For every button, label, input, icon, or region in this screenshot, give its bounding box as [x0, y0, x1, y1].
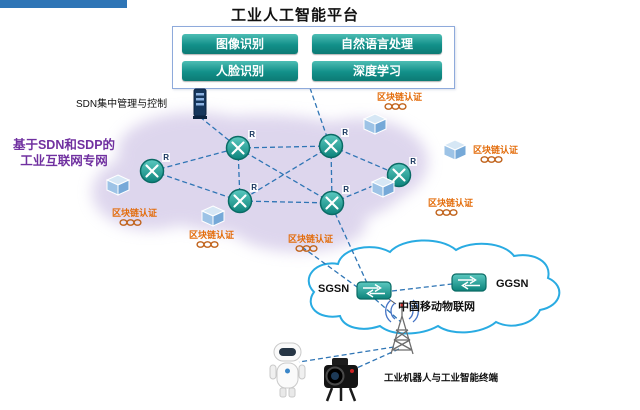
chain-icon — [435, 209, 458, 216]
blockchain-auth-label: 区块链认证 — [377, 92, 423, 102]
router-label: R — [250, 183, 258, 192]
router-node: R — [319, 185, 350, 216]
router-icon — [225, 135, 251, 161]
sdn-network-title: 基于SDN和SDP的 工业互联网专网 — [4, 137, 124, 169]
chain-icon — [480, 156, 503, 163]
mobile-cloud-shape — [307, 239, 561, 335]
blockchain-auth-label: 区块链认证 — [288, 234, 334, 244]
sgsn-label: SGSN — [318, 283, 350, 295]
sdn-control-label: SDN集中管理与控制 — [76, 99, 168, 110]
terminals-label: 工业机器人与工业智能终端 — [384, 373, 499, 384]
module-nlp: 自然语言处理 — [312, 34, 442, 54]
router-node: R — [318, 128, 349, 159]
link-box-cloud — [309, 87, 329, 141]
ggsn-label: GGSN — [496, 278, 529, 290]
mesh-link — [330, 145, 400, 176]
ggsn-node-icon — [451, 273, 487, 292]
blockchain-auth-label: 区块链认证 — [428, 198, 474, 208]
blockchain-auth-label: 区块链认证 — [112, 208, 158, 218]
blockchain-auth-label: 区块链认证 — [473, 145, 519, 155]
sdn-network-title-line2: 工业互联网专网 — [20, 154, 108, 168]
router-node: R — [225, 130, 256, 161]
router-icon — [139, 158, 165, 184]
cube-icon — [443, 139, 467, 161]
link-down-sgsn-1 — [334, 212, 368, 284]
chain-icon — [119, 219, 142, 226]
cube-icon — [363, 113, 387, 135]
router-label: R — [342, 185, 350, 194]
cube-icon — [106, 174, 130, 196]
router-label: R — [248, 130, 256, 139]
link-down-sgsn-2 — [301, 246, 358, 288]
module-deep-learning: 深度学习 — [312, 61, 442, 81]
page-title: 工业人工智能平台 — [230, 7, 359, 24]
module-image-recognition: 图像识别 — [182, 34, 298, 54]
link-sgsn-ggsn — [391, 283, 453, 292]
router-node: R — [139, 153, 170, 184]
slide-accent-bar — [0, 0, 127, 8]
router-icon — [227, 188, 253, 214]
module-face-recognition: 人脸识别 — [182, 61, 298, 81]
router-icon — [318, 133, 344, 159]
router-label: R — [409, 157, 417, 166]
router-icon — [386, 162, 412, 188]
cube-icon — [371, 176, 395, 198]
mesh-link — [239, 200, 333, 204]
router-node: R — [386, 157, 417, 188]
link-sgsn-tower — [374, 298, 402, 323]
chain-icon — [384, 103, 407, 110]
white-robot — [269, 342, 306, 398]
chain-icon — [295, 245, 318, 252]
router-icon — [319, 190, 345, 216]
mesh-link — [237, 147, 333, 204]
mesh-link — [151, 147, 239, 172]
ai-platform-box: 图像识别 自然语言处理 人脸识别 深度学习 — [172, 26, 455, 89]
link-tower-robot — [298, 346, 395, 363]
sgsn-node-icon — [356, 281, 392, 300]
router-label: R — [162, 153, 170, 162]
camera-robot — [324, 358, 358, 402]
cell-tower-icon — [385, 299, 419, 355]
router-node: R — [227, 183, 258, 214]
chain-icon — [196, 241, 219, 248]
router-label: R — [341, 128, 349, 137]
sdn-server-icon — [193, 88, 207, 119]
mobile-iot-label: 中国移动物联网 — [398, 301, 475, 313]
blockchain-auth-label: 区块链认证 — [189, 230, 235, 240]
sdn-network-title-line1: 基于SDN和SDP的 — [12, 138, 116, 152]
cube-icon — [201, 205, 225, 227]
